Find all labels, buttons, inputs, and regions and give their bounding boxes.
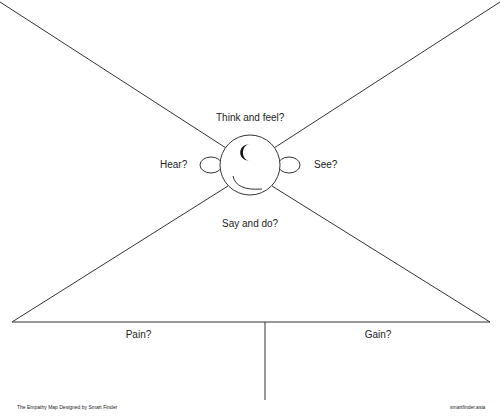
region-label: Pain? [12, 329, 265, 341]
divider-line [0, 2, 226, 148]
region-label: Gain? [266, 329, 490, 341]
footer-credit: The Empathy Map Designed by Smart Finder [16, 404, 118, 410]
divider-line [12, 186, 228, 322]
mouth [233, 176, 262, 189]
region-box: Gain? [266, 323, 490, 400]
divider-line [274, 2, 500, 148]
divider-line [272, 186, 490, 322]
region-box: Pain? [12, 323, 265, 400]
eye-crescent [240, 144, 251, 160]
divider-line [12, 322, 490, 323]
quadrant-label: Think and feel? [215, 112, 285, 124]
quadrant-label: Hear? [159, 159, 188, 171]
quadrant-label: See? [313, 159, 338, 171]
ear [278, 157, 300, 173]
divider-line [265, 322, 266, 400]
footer-url: smartfinder.asia [449, 404, 486, 410]
ear [200, 157, 222, 173]
head-circle [220, 135, 280, 195]
quadrant-label: Say and do? [221, 218, 279, 230]
